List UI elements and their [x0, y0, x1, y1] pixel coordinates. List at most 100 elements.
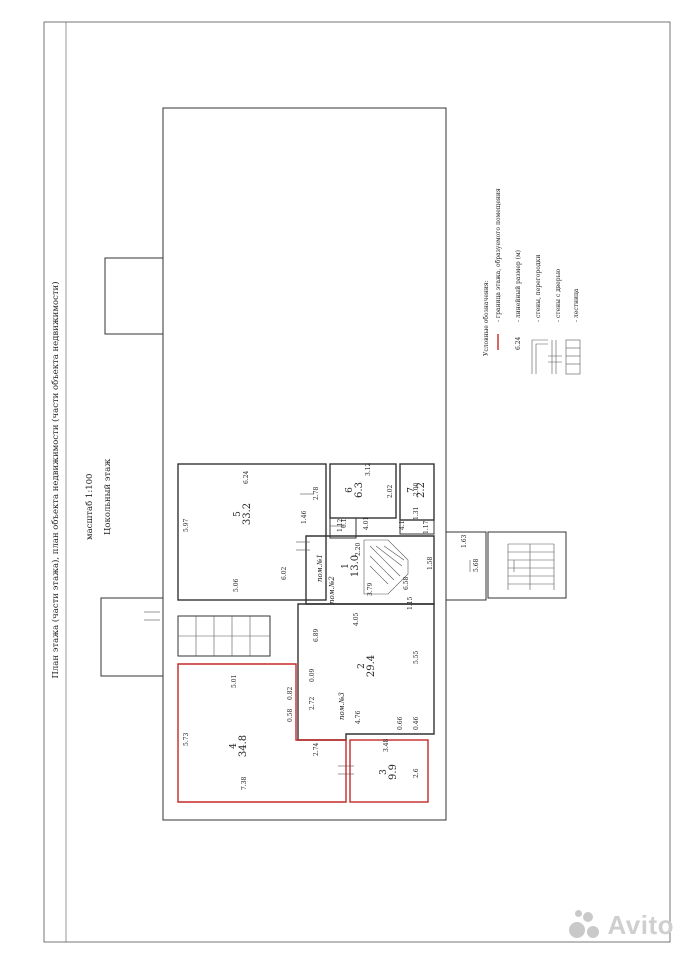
svg-text:2.6: 2.6: [413, 768, 420, 778]
svg-text:0.46: 0.46: [413, 716, 420, 730]
room-7-label: 7 2.2: [407, 482, 427, 498]
svg-text:0.09: 0.09: [309, 668, 316, 682]
dimension-labels: 6.24 5.97 5.06 6.02 1.46 2.78 3.12 2.02 …: [183, 462, 480, 790]
avito-logo-icon: [567, 908, 601, 942]
svg-text:3.48: 3.48: [383, 738, 390, 752]
svg-text:34.8: 34.8: [238, 735, 249, 757]
svg-text:4.76: 4.76: [355, 710, 362, 724]
premises-tag-1: пом.№1: [316, 554, 324, 582]
room-3-boundary: [349, 739, 429, 803]
room-5-label: 5 33.2: [233, 503, 253, 525]
floor-block: Цокольный этаж: [103, 459, 113, 535]
sheet-title: План этажа (части этажа), план объекта н…: [50, 281, 61, 678]
svg-text:6.3: 6.3: [354, 482, 365, 498]
svg-text:- стены, перегородки: - стены, перегородки: [535, 255, 542, 322]
svg-text:5.97: 5.97: [183, 518, 190, 532]
svg-text:пом.№2: пом.№2: [328, 576, 336, 604]
room-4-label: 4 34.8: [229, 735, 249, 757]
room-2-label: 2 29.4: [357, 655, 377, 677]
svg-text:2: 2: [357, 663, 367, 669]
svg-text:6.89: 6.89: [313, 628, 320, 642]
avito-watermark: Avito: [567, 908, 674, 942]
svg-text:2.2: 2.2: [416, 482, 427, 498]
stair-block: [487, 531, 567, 599]
premises-tag-3: пом.№3: [338, 692, 346, 720]
svg-text:2.78: 2.78: [313, 486, 320, 500]
room-3-label: 3 9.9: [379, 764, 399, 780]
svg-text:3.12: 3.12: [365, 462, 372, 476]
svg-text:1.17: 1.17: [423, 520, 430, 534]
svg-text:- лестница: - лестница: [573, 288, 580, 322]
room-1-label: 1 13.0: [341, 555, 361, 577]
premises-tag-2: пом.№2: [328, 576, 336, 604]
lower-annex: [100, 597, 164, 677]
room-7-lobby: [399, 519, 435, 535]
svg-text:2.00: 2.00: [413, 482, 420, 496]
svg-text:5.55: 5.55: [413, 650, 420, 664]
scale-block: масштаб 1:100: [84, 474, 95, 540]
legend: Условные обозначения: - граница этажа, о…: [483, 188, 581, 375]
svg-text:13.0: 13.0: [350, 555, 361, 577]
floor-label: Цокольный этаж: [103, 459, 113, 535]
svg-text:6: 6: [345, 487, 355, 493]
room-4-boundary: [177, 663, 347, 803]
door-marks: [144, 493, 515, 775]
svg-text:0.82: 0.82: [287, 686, 294, 700]
svg-text:1.15: 1.15: [407, 596, 414, 610]
svg-text:6.24: 6.24: [243, 470, 250, 484]
corridor-bump: [445, 516, 487, 601]
svg-text:5.01: 5.01: [231, 675, 238, 688]
svg-text:- линейный размер (м): - линейный размер (м): [515, 250, 522, 322]
svg-text:2.02: 2.02: [387, 484, 394, 498]
scale-label: масштаб 1:100: [84, 474, 95, 540]
room-5-outline: [177, 463, 327, 601]
avito-wordmark: Avito: [607, 909, 674, 940]
svg-text:пом.№3: пом.№3: [338, 692, 346, 720]
svg-text:5.73: 5.73: [183, 732, 190, 746]
room-6-lobby: [329, 517, 357, 539]
svg-text:1.12: 1.12: [337, 518, 344, 532]
svg-text:29.4: 29.4: [366, 655, 377, 677]
svg-text:4.1: 4.1: [399, 520, 406, 530]
svg-text:5.68: 5.68: [473, 558, 480, 572]
svg-text:2.74: 2.74: [313, 742, 320, 756]
room-6-label: 6 6.3: [345, 482, 365, 498]
svg-text:4: 4: [229, 743, 239, 749]
svg-text:1.63: 1.63: [461, 534, 468, 548]
svg-text:1.58: 1.58: [427, 556, 434, 570]
room-1-stair: [363, 539, 409, 595]
legend-heading: Условные обозначения:: [483, 280, 490, 356]
svg-text:- стены с дверью: - стены с дверью: [555, 269, 562, 322]
legend-stair-symbol: [565, 339, 581, 375]
svg-text:0.1: 0.1: [341, 518, 348, 528]
title-block: План этажа (части этажа), план объекта н…: [50, 281, 61, 678]
stair-block-steps: [507, 543, 555, 590]
svg-text:2.20: 2.20: [355, 542, 362, 556]
svg-text:6.58: 6.58: [403, 576, 410, 590]
svg-text:3.79: 3.79: [367, 582, 374, 596]
svg-text:1.31: 1.31: [413, 507, 420, 520]
svg-text:пом.№1: пом.№1: [316, 554, 324, 582]
svg-text:2.72: 2.72: [309, 696, 316, 710]
svg-text:4.05: 4.05: [353, 612, 360, 626]
legend-wall-symbol: [531, 339, 548, 374]
svg-text:3: 3: [379, 769, 389, 775]
svg-text:7.38: 7.38: [241, 776, 248, 790]
svg-text:9.9: 9.9: [388, 764, 399, 780]
svg-text:1: 1: [341, 563, 351, 569]
svg-text:33.2: 33.2: [242, 503, 253, 525]
svg-text:5: 5: [233, 511, 243, 517]
svg-text:5.06: 5.06: [233, 578, 240, 592]
sheet-frame: [43, 21, 671, 943]
svg-text:4.01: 4.01: [363, 517, 370, 530]
legend-dimension-sample: 6.24: [515, 336, 522, 350]
legend-door-symbol: [548, 340, 562, 374]
svg-text:7: 7: [407, 487, 417, 493]
svg-text:- граница этажа, образуемого п: - граница этажа, образуемого помещения: [495, 188, 502, 322]
upper-annex: [104, 257, 164, 335]
left-stairway: [177, 615, 271, 657]
svg-text:6.02: 6.02: [281, 566, 288, 580]
room-6-outline: [329, 463, 397, 519]
svg-text:1.46: 1.46: [301, 510, 308, 524]
svg-text:0.58: 0.58: [287, 708, 294, 722]
